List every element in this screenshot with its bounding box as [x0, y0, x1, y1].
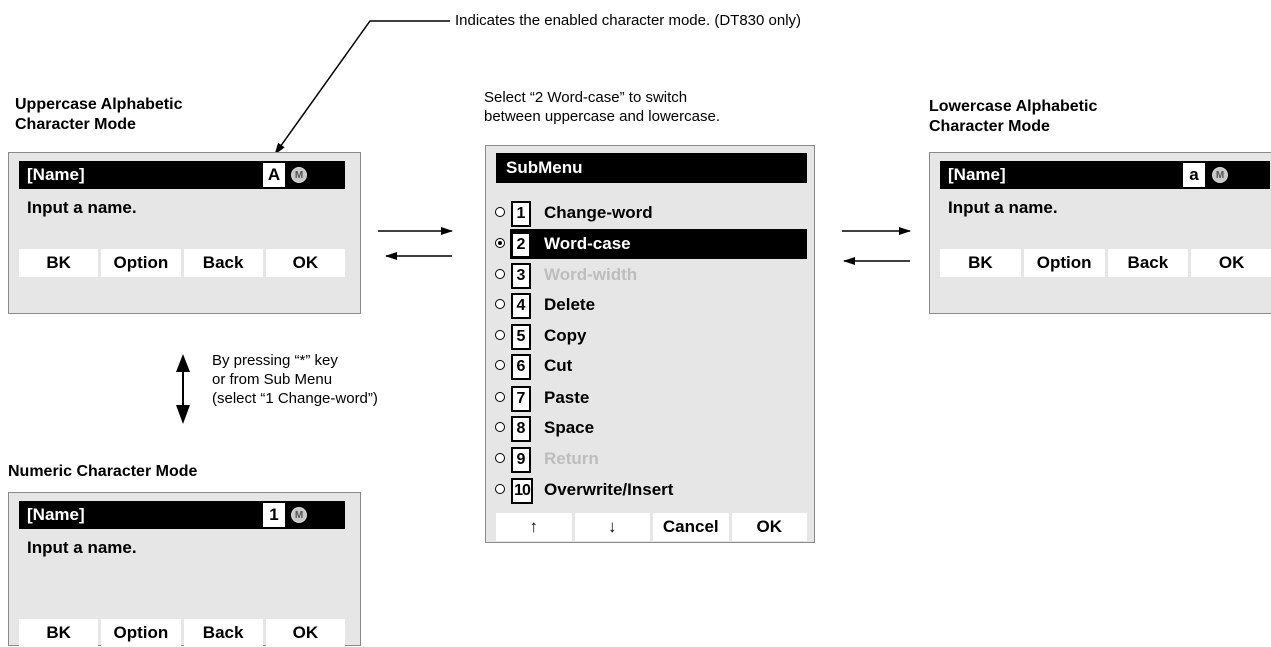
- submenu-item-space[interactable]: 8 Space: [486, 413, 811, 443]
- numeric-title-bar: [Name] 1 M: [19, 501, 345, 529]
- numeric-title: [Name]: [27, 505, 85, 524]
- callout-change-word: By pressing “*” key or from Sub Menu (se…: [212, 351, 378, 408]
- uppercase-heading-line2: Character Mode: [15, 116, 136, 133]
- callout-enabled-mode: Indicates the enabled character mode. (D…: [455, 12, 802, 29]
- lowercase-message: Input a name.: [948, 198, 1058, 217]
- lowercase-softkeys: BK Option Back OK: [940, 249, 1271, 277]
- radio-icon: [495, 299, 505, 309]
- item-number: 4: [511, 293, 531, 319]
- selection-highlight: [510, 229, 807, 259]
- item-number: 3: [511, 263, 531, 289]
- uppercase-title: [Name]: [27, 165, 85, 184]
- radio-icon: [495, 207, 505, 217]
- radio-icon: [495, 330, 505, 340]
- item-label: Word-case: [544, 234, 631, 253]
- softkey-down-arrow[interactable]: ↓: [574, 513, 650, 541]
- callout-leader-line: [274, 20, 450, 155]
- item-label: Word-width: [544, 265, 638, 284]
- lowercase-heading-line2: Character Mode: [929, 118, 1050, 135]
- item-number: 9: [511, 447, 531, 473]
- submenu-title: SubMenu: [496, 153, 807, 183]
- submenu-item-word-case[interactable]: 2 Word-case: [486, 229, 811, 259]
- uppercase-heading: Uppercase Alphabetic Character Mode: [15, 95, 182, 135]
- numeric-message: Input a name.: [27, 538, 137, 557]
- radio-selected-icon: [495, 238, 505, 248]
- submenu-item-paste[interactable]: 7 Paste: [486, 383, 811, 413]
- m-icon: M: [291, 507, 307, 523]
- item-number: 8: [511, 416, 531, 442]
- radio-icon: [495, 269, 505, 279]
- submenu-screen: SubMenu 1 Change-word 2 Word-case 3 Word…: [485, 145, 815, 543]
- item-label: Space: [544, 418, 595, 437]
- uppercase-screen: [Name] A M Input a name. BK Option Back …: [8, 152, 361, 314]
- uppercase-heading-line1: Uppercase Alphabetic: [15, 96, 183, 113]
- callout-change-word-line3: (select “1 Change-word”): [212, 390, 378, 407]
- lowercase-screen: [Name] a M Input a name. BK Option Back …: [929, 152, 1271, 314]
- item-number: 1: [511, 201, 531, 227]
- softkey-bk[interactable]: BK: [19, 619, 99, 647]
- numeric-mode-indicator: 1: [263, 503, 285, 527]
- lowercase-heading: Lowercase Alphabetic Character Mode: [929, 97, 1097, 137]
- uppercase-softkeys: BK Option Back OK: [19, 249, 345, 277]
- softkey-ok[interactable]: OK: [1191, 249, 1271, 277]
- softkey-back[interactable]: Back: [183, 249, 263, 277]
- callout-word-case-line1: Select “2 Word-case” to switch: [484, 89, 688, 106]
- submenu-item-change-word[interactable]: 1 Change-word: [486, 198, 811, 228]
- softkey-bk[interactable]: BK: [940, 249, 1021, 277]
- submenu-item-delete[interactable]: 4 Delete: [486, 290, 811, 320]
- numeric-heading: Numeric Character Mode: [8, 463, 198, 480]
- item-label: Delete: [544, 295, 596, 314]
- item-label: Return: [544, 449, 599, 468]
- item-label: Copy: [544, 326, 587, 345]
- numeric-screen: [Name] 1 M Input a name. BK Option Back …: [8, 492, 361, 647]
- callout-word-case: Select “2 Word-case” to switch between u…: [484, 88, 720, 126]
- submenu-softkeys: ↑ ↓ Cancel OK: [496, 513, 807, 541]
- softkey-ok[interactable]: OK: [731, 513, 807, 541]
- softkey-ok[interactable]: OK: [265, 619, 345, 647]
- callout-change-word-line1: By pressing “*” key: [212, 352, 338, 369]
- item-label: Cut: [544, 356, 573, 375]
- radio-icon: [495, 360, 505, 370]
- softkey-ok[interactable]: OK: [265, 249, 345, 277]
- lowercase-title: [Name]: [948, 165, 1006, 184]
- item-number: 6: [511, 354, 531, 380]
- item-number: 2: [511, 232, 531, 258]
- softkey-up-arrow[interactable]: ↑: [496, 513, 572, 541]
- submenu-item-overwrite-insert[interactable]: 10 Overwrite/Insert: [486, 475, 811, 505]
- item-number: 10: [511, 478, 533, 504]
- submenu-item-return[interactable]: 9 Return: [486, 444, 811, 474]
- vertical-double-arrow: [176, 354, 190, 424]
- numeric-softkeys: BK Option Back OK: [19, 619, 345, 647]
- m-icon: M: [291, 167, 307, 183]
- item-label: Paste: [544, 388, 590, 407]
- lowercase-mode-indicator: a: [1183, 163, 1205, 187]
- submenu-item-copy[interactable]: 5 Copy: [486, 321, 811, 351]
- callout-change-word-line2: or from Sub Menu: [212, 371, 333, 388]
- submenu-item-word-width[interactable]: 3 Word-width: [486, 260, 811, 290]
- softkey-cancel[interactable]: Cancel: [653, 513, 729, 541]
- radio-icon: [495, 453, 505, 463]
- item-label: Overwrite/Insert: [544, 480, 674, 499]
- softkey-back[interactable]: Back: [1107, 249, 1189, 277]
- lowercase-title-bar: [Name] a M: [940, 161, 1270, 189]
- softkey-back[interactable]: Back: [183, 619, 263, 647]
- m-icon: M: [1212, 167, 1228, 183]
- callout-word-case-line2: between uppercase and lowercase.: [484, 108, 720, 125]
- radio-icon: [495, 392, 505, 402]
- uppercase-mode-indicator: A: [263, 163, 285, 187]
- softkey-bk[interactable]: BK: [19, 249, 99, 277]
- softkey-option[interactable]: Option: [101, 249, 181, 277]
- radio-icon: [495, 422, 505, 432]
- item-label: Change-word: [544, 203, 653, 222]
- item-number: 7: [511, 386, 531, 412]
- radio-icon: [495, 484, 505, 494]
- submenu-item-cut[interactable]: 6 Cut: [486, 351, 811, 381]
- uppercase-title-bar: [Name] A M: [19, 161, 345, 189]
- lowercase-heading-line1: Lowercase Alphabetic: [929, 98, 1098, 115]
- softkey-option[interactable]: Option: [1023, 249, 1105, 277]
- uppercase-message: Input a name.: [27, 198, 137, 217]
- softkey-option[interactable]: Option: [101, 619, 181, 647]
- item-number: 5: [511, 324, 531, 350]
